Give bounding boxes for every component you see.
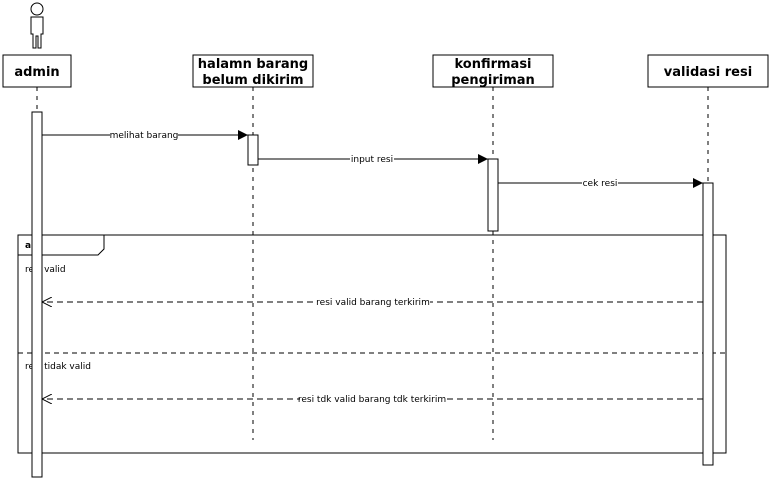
activation-validasi (702, 182, 714, 466)
participant-validasi-label: validasi resi (664, 65, 752, 80)
activation-admin (31, 111, 43, 478)
message-4-return: resi valid barang terkirim (42, 296, 703, 308)
alt-fragment (17, 234, 727, 454)
message-1-label: melihat barang (110, 131, 179, 141)
activation-halaman (247, 134, 259, 166)
participant-konfirmasi-label-line1: konfirmasi (454, 57, 531, 72)
participant-admin: admin (2, 54, 72, 88)
message-3-label: cek resi (583, 179, 618, 189)
message-4-label: resi valid barang terkirim (316, 298, 430, 308)
message-5-return: resi tdk valid barang tdk terkirim (42, 393, 703, 405)
message-3: cek resi (498, 177, 703, 189)
participant-halaman-label-line1: halamn barang (198, 57, 308, 72)
participant-konfirmasi-label-line2: pengiriman (451, 73, 535, 88)
admin-actor-icon (30, 2, 44, 49)
message-1: melihat barang (42, 129, 248, 141)
participant-konfirmasi: konfirmasi pengiriman (432, 54, 554, 88)
alt-guard-2: resi tidak valid (25, 362, 91, 372)
message-2: input resi (258, 153, 488, 165)
participant-halaman: halamn barang belum dikirim (192, 54, 314, 88)
activation-konfirmasi (487, 158, 499, 232)
participant-admin-label: admin (14, 65, 59, 80)
alt-guard-1: resi valid (25, 265, 66, 275)
message-2-label: input resi (351, 155, 393, 165)
message-5-label: resi tdk valid barang tdk terkirim (298, 395, 446, 405)
participant-halaman-label-line2: belum dikirim (202, 73, 303, 88)
participant-validasi: validasi resi (647, 54, 769, 88)
